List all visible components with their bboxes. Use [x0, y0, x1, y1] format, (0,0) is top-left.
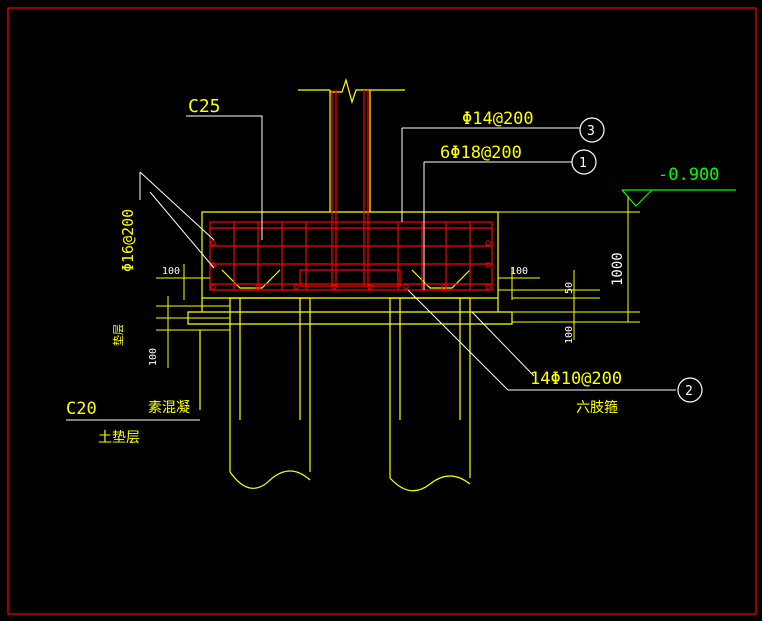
concrete-grade-top-label: C25	[188, 96, 221, 117]
stirrup-spec-label: 14Φ10@200	[530, 369, 622, 389]
rebar-mid-spec-label: 6Φ18@200	[440, 143, 522, 163]
dim-50-label: 50	[564, 282, 575, 294]
marker-circles	[571, 117, 703, 403]
sheet-frame	[7, 7, 757, 615]
rebar-side-spec-label: Φ16@200	[119, 209, 137, 272]
concrete-grade-bottom-label: C20	[66, 399, 97, 419]
plain-concrete-label: 素混凝	[148, 400, 190, 416]
left-dimensions	[156, 264, 230, 368]
elevation-label: -0.900	[658, 165, 719, 185]
marker-3: 3	[587, 124, 595, 139]
rebar-dots	[210, 240, 491, 290]
rebar-cage	[209, 90, 493, 291]
marker-1: 1	[579, 156, 587, 171]
leader-lines	[66, 115, 676, 421]
stirrup-note-label: 六肢箍	[576, 399, 618, 416]
soil-cushion-label: 土垫层	[98, 430, 140, 446]
dim-right-100-label: 100	[510, 266, 528, 277]
dim-left-100-label: 100	[162, 266, 180, 277]
elevation-triangle-icon	[621, 189, 736, 207]
marker-2: 2	[685, 384, 693, 399]
concrete-outline	[187, 89, 513, 492]
break-line-icon	[330, 77, 370, 105]
cushion-label: 垫层	[111, 324, 125, 346]
dim-100-lower-label: 100	[564, 326, 575, 344]
dim-100-left-lower-label: 100	[148, 348, 159, 366]
rebar-top-spec-label: Φ14@200	[462, 109, 534, 129]
right-dimensions	[498, 196, 640, 340]
dim-height-1000-label: 1000	[610, 252, 626, 286]
